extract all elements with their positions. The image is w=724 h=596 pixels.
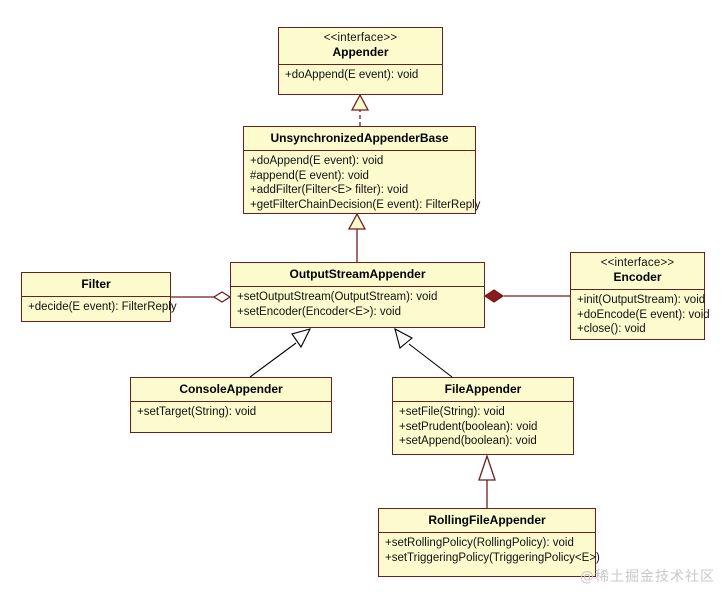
class-name-label: Filter [81, 277, 111, 291]
relation-generalization-rolling-file [478, 453, 496, 508]
operation-row: +doEncode(E event): void [577, 308, 710, 321]
class-box-file-appender[interactable]: FileAppender +setFile(String): void +set… [392, 377, 574, 455]
class-name-label: UnsynchronizedAppenderBase [270, 131, 449, 145]
class-box-rolling-file-appender[interactable]: RollingFileAppender +setRollingPolicy(Ro… [378, 508, 600, 577]
operation-row: +setTarget(String): void [137, 406, 257, 418]
operation-row: +setAppend(boolean): void [399, 435, 537, 447]
class-operations-rolling-file-appender: +setRollingPolicy(RollingPolicy): void +… [379, 533, 600, 576]
operation-row: +setFile(String): void [399, 406, 505, 418]
class-operations-file-appender: +setFile(String): void +setPrudent(boole… [393, 402, 573, 454]
class-header-rolling-file-appender: RollingFileAppender [379, 509, 595, 533]
relation-aggregation-outputstream-filter [171, 291, 232, 303]
operation-row: +doAppend(E event): void [250, 155, 384, 167]
operation-row: +addFilter(Filter<E> filter): void [250, 184, 409, 196]
watermark-label: @稀土掘金技术社区 [580, 569, 715, 585]
class-box-output-stream-appender[interactable]: OutputStreamAppender +setOutputStream(Ou… [230, 262, 485, 328]
operation-row: +setTriggeringPolicy(TriggeringPolicy<E>… [385, 551, 600, 564]
operation-row: +close(): void [577, 323, 646, 335]
class-header-appender: <<interface>> Appender [279, 28, 442, 65]
class-box-appender[interactable]: <<interface>> Appender +doAppend(E event… [278, 27, 443, 95]
operation-row: #append(E event): void [250, 169, 369, 182]
class-operations-unsynchronized-appender-base: +doAppend(E event): void #append(E event… [244, 151, 481, 216]
class-operations-console-appender: +setTarget(String): void [131, 402, 331, 432]
operation-row: +setEncoder(Encoder<E>): void [237, 305, 401, 318]
class-name-label: Appender [332, 45, 389, 59]
operation-row: +getFilterChainDecision(E event): Filter… [250, 198, 481, 211]
operation-row: +doAppend(E event): void [285, 69, 419, 81]
relation-composition-outputstream-encoder [483, 289, 570, 303]
class-name-label: RollingFileAppender [428, 513, 546, 527]
class-box-unsynchronized-appender-base[interactable]: UnsynchronizedAppenderBase +doAppend(E e… [243, 126, 481, 216]
operation-row: +init(OutputStream): void [577, 294, 706, 306]
relation-generalization-outputstream-unsyncbase [347, 212, 367, 262]
class-box-console-appender[interactable]: ConsoleAppender +setTarget(String): void [130, 377, 332, 433]
class-operations-output-stream-appender: +setOutputStream(OutputStream): void +se… [231, 287, 484, 327]
class-name-label: Encoder [613, 270, 662, 284]
class-name-label: OutputStreamAppender [289, 267, 426, 281]
class-name-label: ConsoleAppender [179, 382, 283, 396]
class-box-encoder[interactable]: <<interface>> Encoder +init(OutputStream… [570, 252, 710, 341]
stereotype-label: <<interface>> [600, 257, 675, 269]
class-header-file-appender: FileAppender [393, 378, 573, 402]
operation-row: +setRollingPolicy(RollingPolicy): void [385, 537, 574, 549]
operation-row: +setPrudent(boolean): void [399, 420, 538, 433]
class-header-filter: Filter [22, 273, 170, 297]
relation-realization-unsyncbase-appender [350, 93, 370, 126]
relation-generalization-file-outputstream [394, 327, 453, 378]
operation-row: +setOutputStream(OutputStream): void [237, 291, 438, 303]
class-header-unsynchronized-appender-base: UnsynchronizedAppenderBase [244, 127, 475, 151]
operation-row: +decide(E event): FilterReply [28, 301, 177, 313]
class-name-label: FileAppender [444, 382, 522, 396]
class-operations-encoder: +init(OutputStream): void +doEncode(E ev… [571, 290, 710, 341]
class-header-output-stream-appender: OutputStreamAppender [231, 263, 484, 287]
relation-generalization-console-outputstream [249, 328, 312, 378]
class-box-filter[interactable]: Filter +decide(E event): FilterReply [21, 272, 177, 322]
stereotype-label: <<interface>> [323, 32, 398, 44]
class-header-console-appender: ConsoleAppender [131, 378, 331, 402]
class-operations-filter: +decide(E event): FilterReply [22, 297, 177, 321]
class-header-encoder: <<interface>> Encoder [571, 253, 704, 290]
class-operations-appender: +doAppend(E event): void [279, 65, 442, 94]
